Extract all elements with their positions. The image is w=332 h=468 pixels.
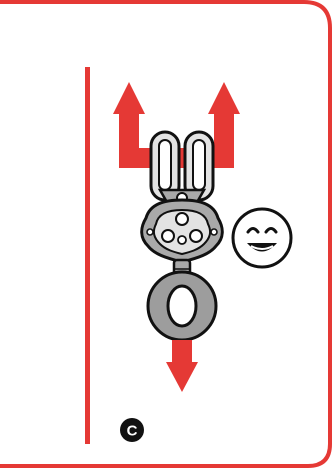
step-badge: C — [120, 418, 144, 442]
red-down-arrow-icon — [166, 340, 198, 392]
carabiner-device-icon — [140, 130, 224, 342]
step-label: C — [127, 423, 138, 440]
smiley-face-icon — [231, 207, 293, 269]
